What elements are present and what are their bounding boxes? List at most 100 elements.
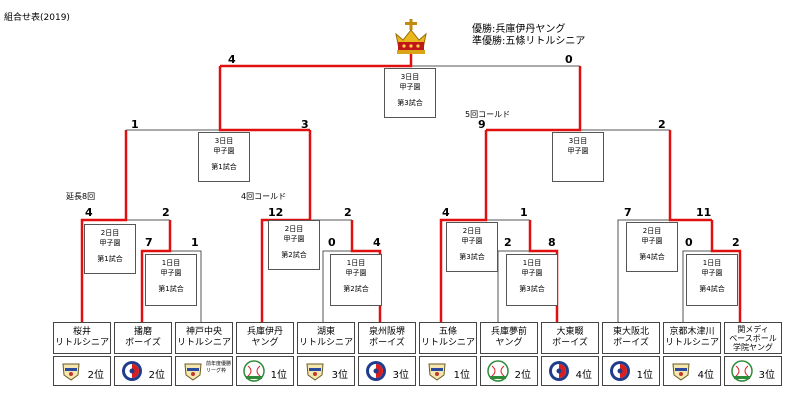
team-card: 桜井リトルシニア — [53, 322, 111, 354]
score-g2-right: 4 — [373, 236, 381, 249]
team-name: ベースボール — [729, 333, 777, 343]
winner-line-r2a — [80, 130, 128, 322]
extra-innings-note: 延長8回 — [66, 192, 96, 201]
league-rank: 2位 — [87, 370, 104, 381]
team-name: 播磨 — [133, 327, 152, 337]
team-card: 五條リトルシニア — [419, 322, 477, 354]
boys-league-emblem-icon — [366, 361, 386, 381]
team-name: 桜井 — [72, 327, 91, 337]
young-league-emblem-icon — [731, 360, 753, 382]
team-rank-cell: 前年度優勝 リーグ枠 — [175, 356, 233, 386]
league-rank: 3位 — [758, 370, 775, 381]
team-name: ヤング — [251, 338, 279, 348]
game-number: 第3試合 — [459, 253, 485, 261]
score-sfL-right: 3 — [301, 118, 309, 131]
team-name: 関メディ — [737, 324, 769, 334]
team-rank-cell: 2位 — [480, 356, 538, 386]
game-day: 3日目 — [568, 137, 588, 145]
game-day: 2日目 — [100, 229, 120, 237]
champion-text: 優勝:兵庫伊丹ヤング — [472, 24, 566, 35]
game-day: 2日目 — [462, 227, 482, 235]
team-rank-cell: 1位 — [602, 356, 660, 386]
game-box-r2c: 2日目甲子園第3試合 — [446, 222, 498, 272]
league-rank: 4位 — [575, 370, 592, 381]
game-number: 第2試合 — [343, 285, 369, 293]
game-venue: 甲子園 — [213, 147, 235, 155]
team-name: ボーイズ — [613, 338, 649, 348]
game-day: 3日目 — [214, 137, 234, 145]
score-g3-right: 8 — [548, 236, 556, 249]
game-number: 第3試合 — [397, 99, 423, 107]
page-title: 組合せ表(2019) — [4, 13, 70, 23]
runner-up-text: 準優勝:五條リトルシニア — [472, 36, 586, 47]
game-venue: 甲子園 — [461, 237, 483, 245]
team-card: 京都木津川リトルシニア — [663, 322, 721, 354]
little-senior-emblem-icon — [306, 363, 324, 381]
game-venue: 甲子園 — [641, 237, 663, 245]
score-r2d-left: 7 — [624, 206, 632, 219]
little-senior-emblem-icon — [428, 363, 446, 381]
score-sfL-left: 1 — [131, 118, 139, 131]
game-venue: 甲子園 — [399, 83, 421, 91]
league-rank: 3位 — [331, 370, 348, 381]
game-box-r2d: 2日目甲子園第4試合 — [626, 222, 678, 272]
team-name: 湖東 — [316, 327, 335, 337]
winner-line-sfL — [218, 66, 310, 132]
score-g4-right: 2 — [732, 236, 740, 249]
game-day: 2日目 — [642, 227, 662, 235]
game-venue: 甲子園 — [283, 235, 305, 243]
game-number: 第4試合 — [639, 253, 665, 261]
team-rank-cell: 2位 — [53, 356, 111, 386]
team-name: 学院ヤング — [733, 342, 773, 352]
team-name: 兵庫伊丹 — [246, 327, 283, 337]
young-league-emblem-icon — [487, 360, 509, 382]
score-r2b-right: 2 — [344, 206, 352, 219]
score-g3-left: 2 — [504, 236, 512, 249]
little-senior-emblem-icon — [672, 363, 690, 381]
team-rank-cell: 2位 — [114, 356, 172, 386]
score-final-right: 0 — [565, 53, 573, 66]
team-rank-cell: 1位 — [236, 356, 294, 386]
league-rank: 1位 — [270, 370, 287, 381]
score-r2c-right: 1 — [520, 206, 528, 219]
game-box-sfL: 3日目甲子園第1試合 — [198, 132, 250, 182]
game-box-final: 3日目甲子園第3試合 — [384, 68, 436, 118]
little-senior-emblem-icon — [184, 363, 202, 381]
game-number: 第3試合 — [519, 285, 545, 293]
game-box-sfR: 3日目甲子園 — [552, 132, 604, 182]
game-day: 1日目 — [522, 259, 542, 267]
team-name: ボーイズ — [369, 338, 405, 348]
game-day: 2日目 — [284, 225, 304, 233]
team-card: 大東畷ボーイズ — [541, 322, 599, 354]
team-rank-cell: 3位 — [724, 356, 782, 386]
team-rank-cell: 3位 — [358, 356, 416, 386]
score-r2a-right: 2 — [162, 206, 170, 219]
score-sfR-right: 2 — [658, 118, 666, 131]
team-rank-cell: 4位 — [541, 356, 599, 386]
game-box-g3: 1日目甲子園第3試合 — [506, 254, 558, 306]
team-name: リトルシニア — [54, 338, 109, 348]
score-r2a-left: 4 — [85, 206, 93, 219]
game-box-g1: 1日目甲子園第1試合 — [145, 254, 197, 306]
team-name: 五條 — [438, 327, 457, 337]
team-rank-cell: 1位 — [419, 356, 477, 386]
game-box-g2: 1日目甲子園第2試合 — [330, 254, 382, 306]
little-senior-emblem-icon — [62, 363, 80, 381]
team-name: 兵庫夢前 — [490, 327, 527, 337]
called-game-note-4: 4回コールド — [241, 192, 287, 201]
score-sfR-left: 9 — [478, 118, 486, 131]
team-name: 神戸中央 — [185, 327, 222, 337]
team-card: 湖東リトルシニア — [297, 322, 355, 354]
score-r2c-left: 4 — [442, 206, 450, 219]
team-name: ボーイズ — [552, 338, 588, 348]
game-box-r2a: 2日目甲子園第1試合 — [84, 224, 136, 274]
team-name: 大東畷 — [556, 327, 584, 337]
score-g1-right: 1 — [191, 236, 199, 249]
league-slot-label: 前年度優勝 リーグ枠 — [206, 361, 232, 374]
game-number: 第2試合 — [281, 251, 307, 259]
team-rank-cell: 3位 — [297, 356, 355, 386]
team-name: ヤング — [495, 338, 523, 348]
team-card: 東大阪北ボーイズ — [602, 322, 660, 354]
winner-line-g4 — [710, 220, 742, 322]
